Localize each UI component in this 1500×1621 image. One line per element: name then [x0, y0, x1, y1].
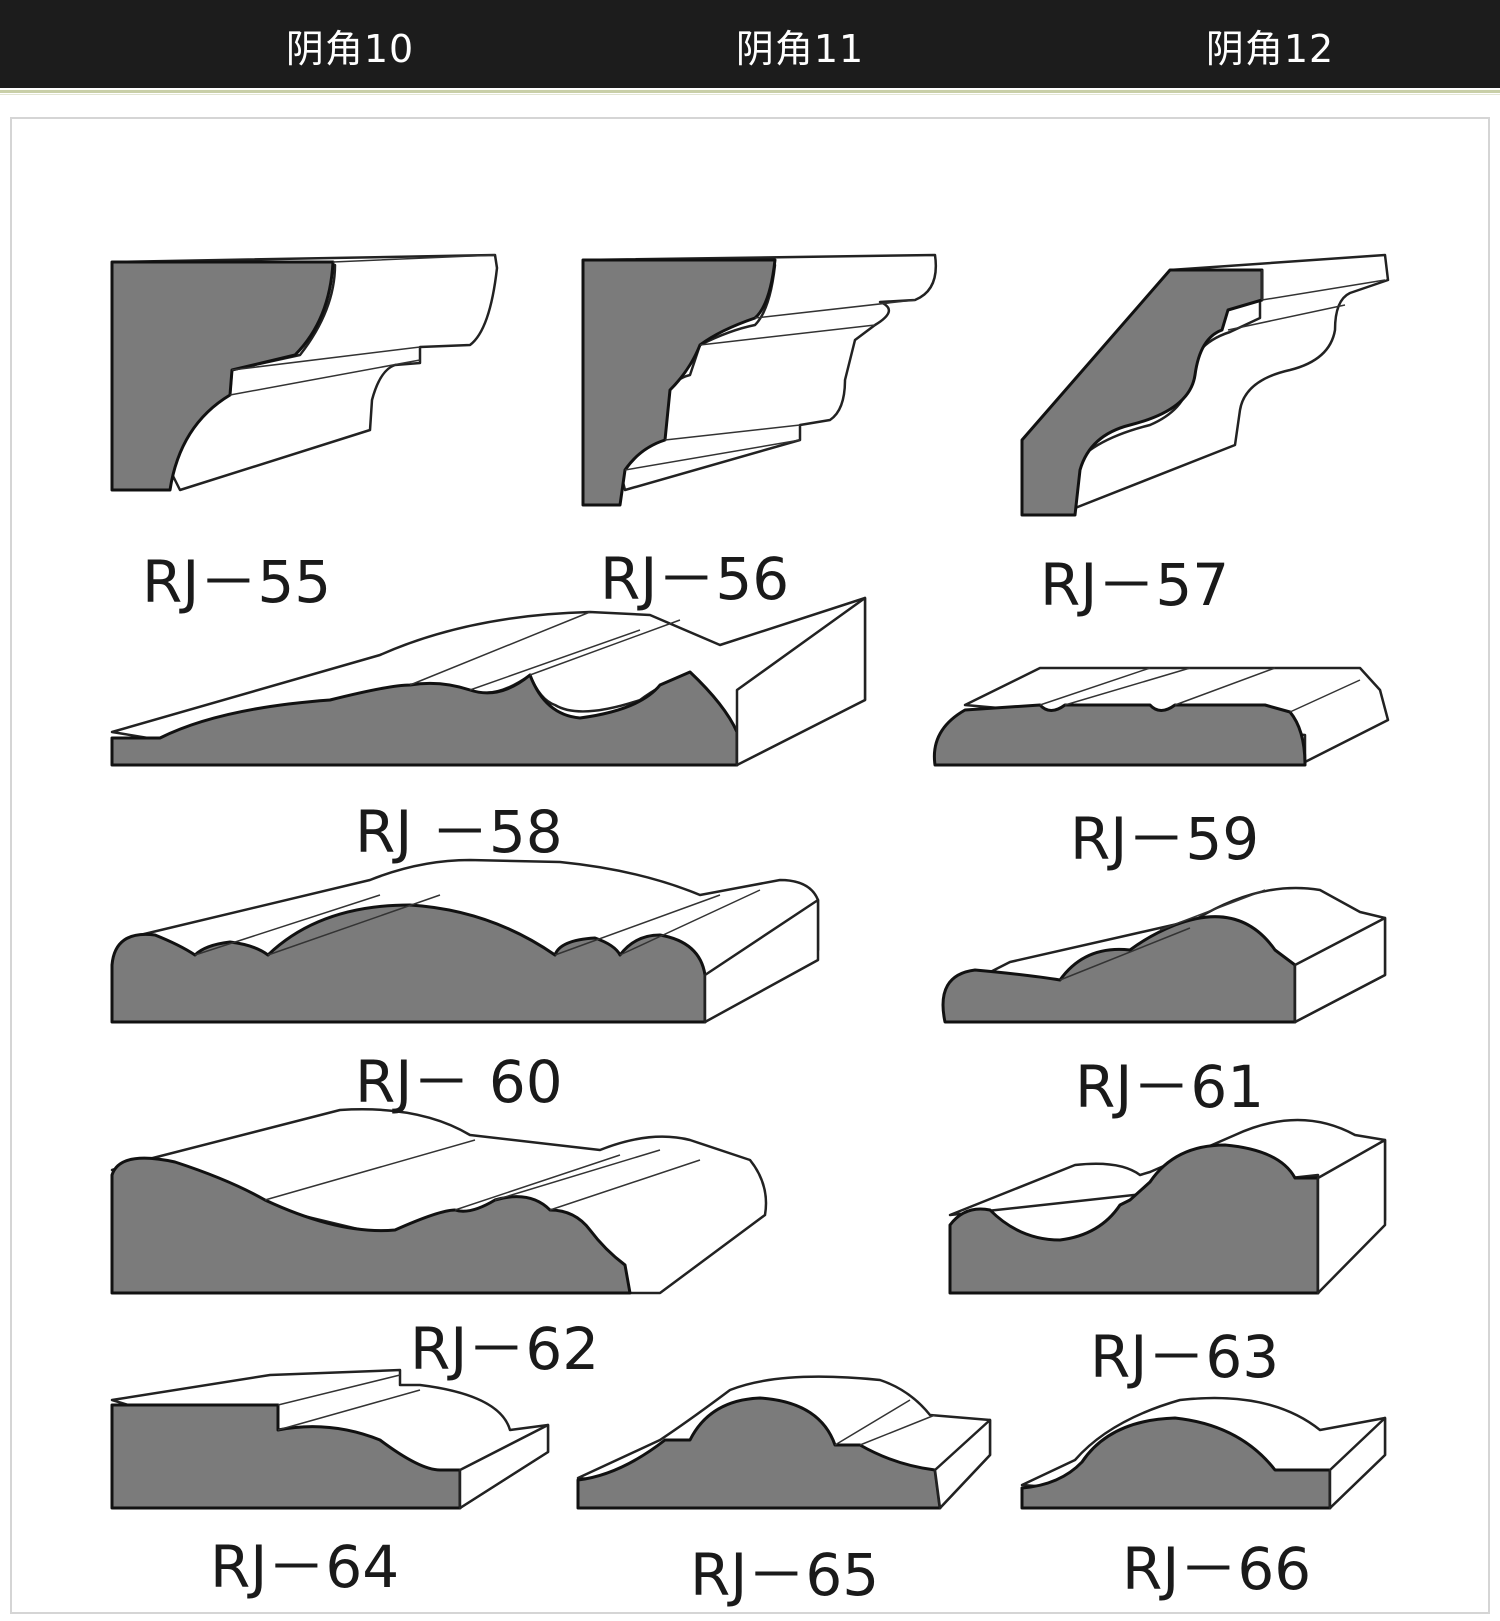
profile-label-rj-55: RJ－55 [142, 548, 332, 616]
profile-label-rj-57: RJ－57 [1040, 551, 1230, 619]
profile-rj-63 [948, 1118, 1387, 1295]
profile-label-rj-56: RJ－56 [600, 545, 790, 613]
profile-rj-56 [581, 253, 938, 507]
profile-rj-62 [110, 1108, 768, 1295]
profile-rj-55 [110, 253, 499, 492]
profile-rj-57 [1020, 253, 1390, 517]
tab-inside-corner-11[interactable]: 阴角11 [735, 27, 865, 71]
header-divider [0, 90, 1500, 93]
profile-label-rj-63: RJ－63 [1090, 1323, 1280, 1391]
tab-inside-corner-12[interactable]: 阴角12 [1205, 27, 1335, 71]
profile-rj-66 [1020, 1396, 1387, 1510]
profile-label-rj-66: RJ－66 [1122, 1535, 1312, 1603]
profile-label-rj-61: RJ－61 [1075, 1053, 1265, 1121]
profile-label-rj-58: RJ －58 [355, 798, 563, 866]
top-tab-bar: 阴角10 阴角11 阴角12 [0, 0, 1500, 88]
profile-label-rj-59: RJ－59 [1070, 805, 1260, 873]
profile-rj-61 [941, 886, 1387, 1024]
profile-label-rj-64: RJ－64 [210, 1533, 400, 1601]
tab-inside-corner-10[interactable]: 阴角10 [285, 27, 415, 71]
profile-rj-58 [110, 596, 867, 767]
profile-rj-65 [576, 1375, 992, 1510]
profile-rj-59 [932, 666, 1390, 767]
profile-label-rj-62: RJ－62 [410, 1315, 600, 1383]
profile-label-rj-60: RJ－ 60 [355, 1048, 563, 1116]
profile-label-rj-65: RJ－65 [690, 1541, 880, 1609]
header-divider-thin [0, 94, 1500, 95]
profile-rj-64 [110, 1368, 550, 1510]
profile-rj-60 [110, 858, 820, 1024]
